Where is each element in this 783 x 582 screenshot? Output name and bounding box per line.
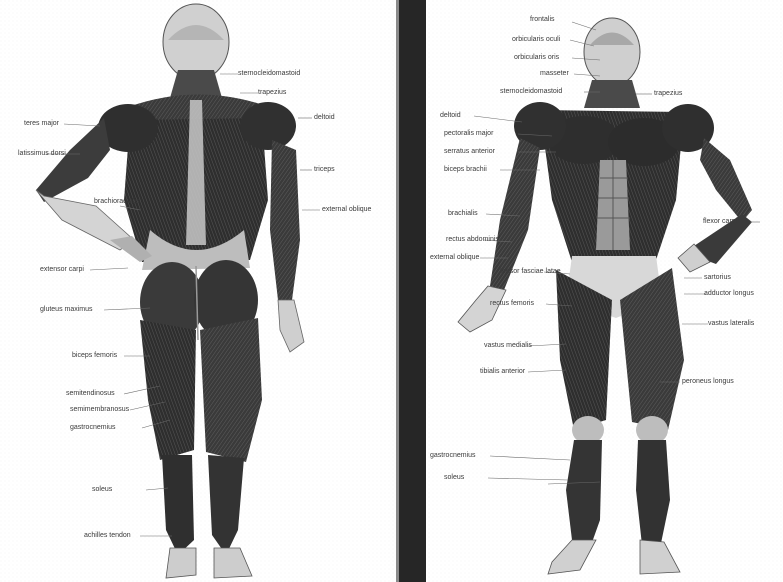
label-soleus-back: soleus [92,486,112,494]
label-sternocleidomastoid-back: sternocleidomastoid [238,70,300,78]
label-external-oblique-back: external oblique [322,206,371,214]
label-pectoralis-major: pectoralis major [444,130,493,138]
label-vastus-lateralis: vastus lateralis [708,320,754,328]
label-deltoid-front: deltoid [440,112,461,120]
label-trapezius-back: trapezius [258,89,286,97]
label-teres-major: teres major [24,120,59,128]
label-semimembranosus: semimembranosus [70,406,129,414]
label-masseter: masseter [540,70,569,78]
label-latissimus-dorsi: latissimus dorsi [18,150,66,158]
label-tibialis-anterior: tibialis anterior [480,368,525,376]
label-gastrocnemius-back: gastrocnemius [70,424,116,432]
label-serratus-anterior: serratus anterior [444,148,495,156]
label-triceps: triceps [314,166,335,174]
label-flexor-carpi: flexor carpi [703,218,737,226]
label-tensor-fasciae-latae: tensor fasciae latae [500,268,561,276]
label-deltoid-back: deltoid [314,114,335,122]
label-rectus-femoris: rectus femoris [490,300,534,308]
label-brachialis: brachialis [448,210,478,218]
label-soleus-front: soleus [444,474,464,482]
label-biceps-brachii: biceps brachii [444,166,487,174]
label-sartorius: sartorius [704,274,731,282]
label-brachioradialis: brachioradialis [94,198,139,206]
label-extensor-carpi: extensor carpi [40,266,84,274]
label-orbicularis-oculi: orbicularis oculi [512,36,560,44]
label-trapezius-front: trapezius [654,90,682,98]
label-achilles-tendon: achilles tendon [84,532,131,540]
label-sternocleidomastoid-front: sternocleidomastoid [500,88,562,96]
center-band [398,0,426,582]
label-orbicularis-oris: orbicularis oris [514,54,559,62]
label-semitendinosus: semitendinosus [66,390,115,398]
label-rectus-abdominis: rectus abdominis [446,236,499,244]
label-adductor-longus: adductor longus [704,290,754,298]
label-peroneus-longus: peroneus longus [682,378,734,386]
label-external-oblique-front: external oblique [430,254,479,262]
label-gastrocnemius-front: gastrocnemius [430,452,476,460]
label-vastus-medialis: vastus medialis [484,342,532,350]
label-biceps-femoris: biceps femoris [72,352,117,360]
label-frontalis: frontalis [530,16,555,24]
label-gluteus-maximus: gluteus maximus [40,306,93,314]
